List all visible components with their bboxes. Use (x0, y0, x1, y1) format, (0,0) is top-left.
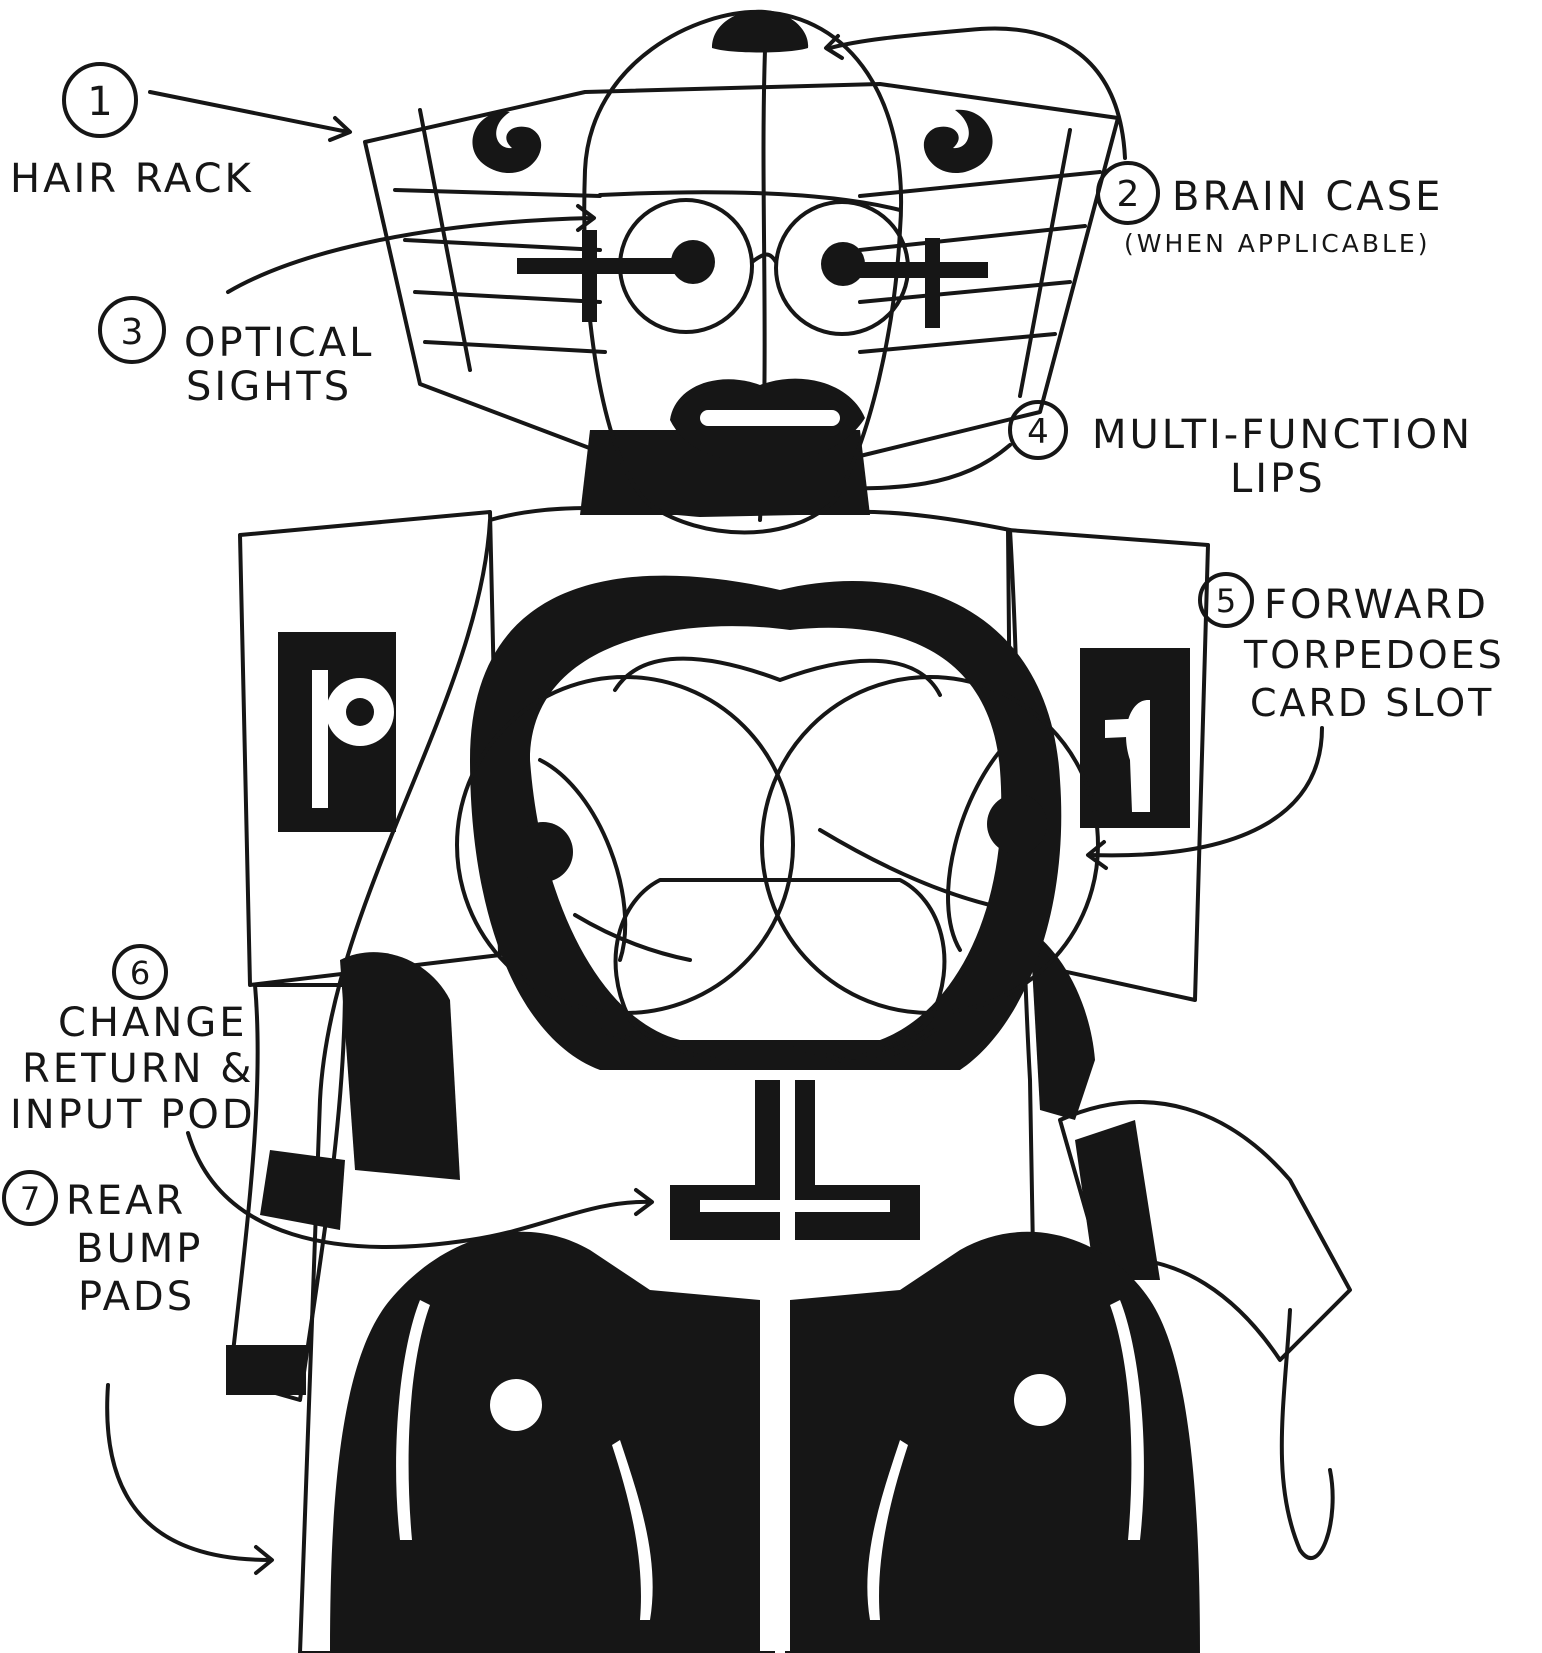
callout-number: 4 (1027, 412, 1049, 452)
callout-label-line: FORWARD (1264, 582, 1489, 628)
callout-label-line: (WHEN APPLICABLE) (1124, 229, 1430, 258)
callout-number: 6 (130, 954, 150, 992)
callout-label-line: RETURN & (22, 1046, 254, 1092)
rear-bump-pads (330, 1232, 1200, 1653)
change-return-input-pod (670, 1070, 920, 1270)
callout-label-line: BRAIN CASE (1172, 174, 1443, 220)
left-spiral-mark (472, 112, 541, 173)
callout-2: 2 BRAIN CASE (WHEN APPLICABLE) (1098, 163, 1443, 258)
callout-label-line: HAIR RACK (10, 156, 254, 202)
callout-6: 6 CHANGE RETURN & INPUT POD (10, 946, 256, 1138)
chest-ring (470, 576, 1061, 1070)
callout-label-line: PADS (78, 1274, 195, 1320)
callout-label-line: LIPS (1230, 456, 1326, 502)
callout-label-line: REAR (66, 1178, 186, 1224)
callout-label-line: SIGHTS (186, 364, 352, 410)
callout-1: 1 HAIR RACK (10, 64, 254, 202)
callout-number: 2 (1117, 174, 1140, 215)
callout-3: 3 OPTICAL SIGHTS (100, 298, 374, 410)
callout-label-line: CARD SLOT (1250, 681, 1494, 725)
callout-number: 3 (121, 312, 144, 353)
left-shoulder-panel (240, 512, 500, 985)
callout-label-line: INPUT POD (10, 1092, 256, 1138)
callout-label-line: BUMP (76, 1226, 203, 1272)
callout-number: 7 (20, 1180, 40, 1218)
callout-4: 4 MULTI-FUNCTION LIPS (1010, 402, 1473, 502)
callout-number: 5 (1216, 582, 1236, 620)
callout-number: 1 (87, 79, 112, 125)
right-spiral-mark (924, 110, 993, 173)
callout-label-line: OPTICAL (184, 320, 374, 366)
callout-label-line: MULTI-FUNCTION (1092, 412, 1473, 458)
callout-label-line: CHANGE (58, 1000, 248, 1046)
callout-7: 7 REAR BUMP PADS (4, 1172, 203, 1320)
callout-5: 5 FORWARD TORPEDOES CARD SLOT (1200, 574, 1505, 725)
callout-label-line: TORPEDOES (1243, 633, 1505, 677)
